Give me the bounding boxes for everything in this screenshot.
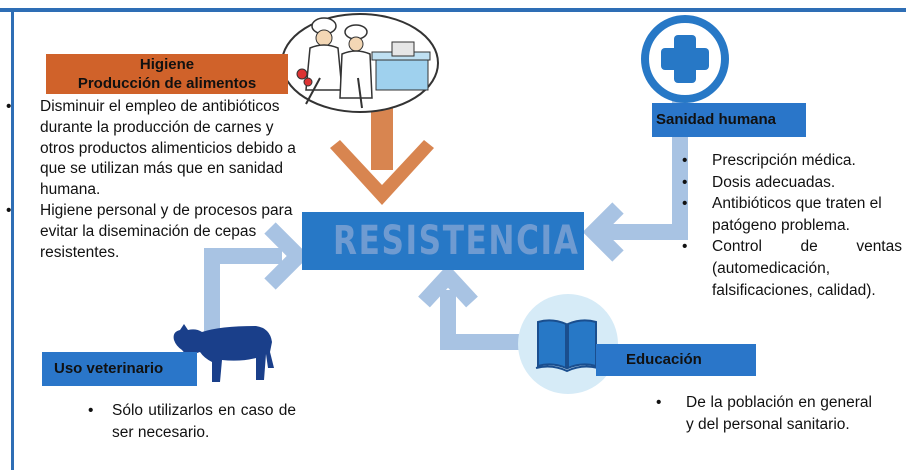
bullet-icon: • — [682, 195, 688, 213]
bull-icon — [173, 324, 274, 382]
cooks-illustration — [281, 13, 439, 113]
bullet-icon: • — [6, 98, 12, 115]
book-icon — [535, 319, 599, 373]
education-label: Educación — [596, 344, 756, 376]
list-item: •Prescripción médica. — [680, 150, 902, 172]
list-item: •Disminuir el empleo de antibióticos dur… — [6, 98, 296, 199]
bullet-icon: • — [682, 238, 688, 256]
human-health-list: •Prescripción médica. •Dosis adecuadas. … — [680, 150, 902, 301]
bullet-icon: • — [6, 201, 12, 219]
list-item: •Dosis adecuadas. — [680, 172, 902, 194]
veterinary-arrow — [204, 222, 310, 338]
left-border — [11, 8, 14, 470]
bullet-icon: • — [682, 152, 688, 169]
hygiene-label: Higiene Producción de alimentos — [46, 54, 288, 94]
education-arrow — [418, 264, 520, 350]
list-item: •De la población en general y del person… — [656, 394, 872, 433]
hygiene-list: •Disminuir el empleo de antibióticos dur… — [6, 97, 296, 263]
list-item: •Control de ventas (automedicación, fals… — [682, 238, 902, 299]
bullet-icon: • — [88, 402, 94, 419]
resistance-title: RESISTENCIA — [333, 218, 580, 264]
list-item: •Antibióticos que traten el patógeno pro… — [682, 195, 882, 234]
education-list: •De la población en general y del person… — [652, 392, 872, 436]
list-item: •Sólo utilizarlos en caso de ser necesar… — [88, 402, 296, 441]
hygiene-arrow — [330, 108, 434, 205]
veterinary-list: •Sólo utilizarlos en caso de ser necesar… — [86, 400, 296, 444]
bullet-icon: • — [656, 394, 662, 411]
list-item: •Higiene personal y de procesos para evi… — [6, 201, 293, 261]
bullet-icon: • — [682, 173, 688, 191]
veterinary-label: Uso veterinario — [42, 352, 197, 386]
medical-cross-icon — [641, 15, 729, 103]
hygiene-label-line1: Higiene — [139, 56, 195, 73]
top-border — [0, 8, 906, 12]
hygiene-label-line2: Producción de alimentos — [77, 75, 257, 92]
resistance-box: RESISTENCIA — [302, 212, 584, 270]
human-health-label: Sanidad humana — [652, 103, 806, 137]
